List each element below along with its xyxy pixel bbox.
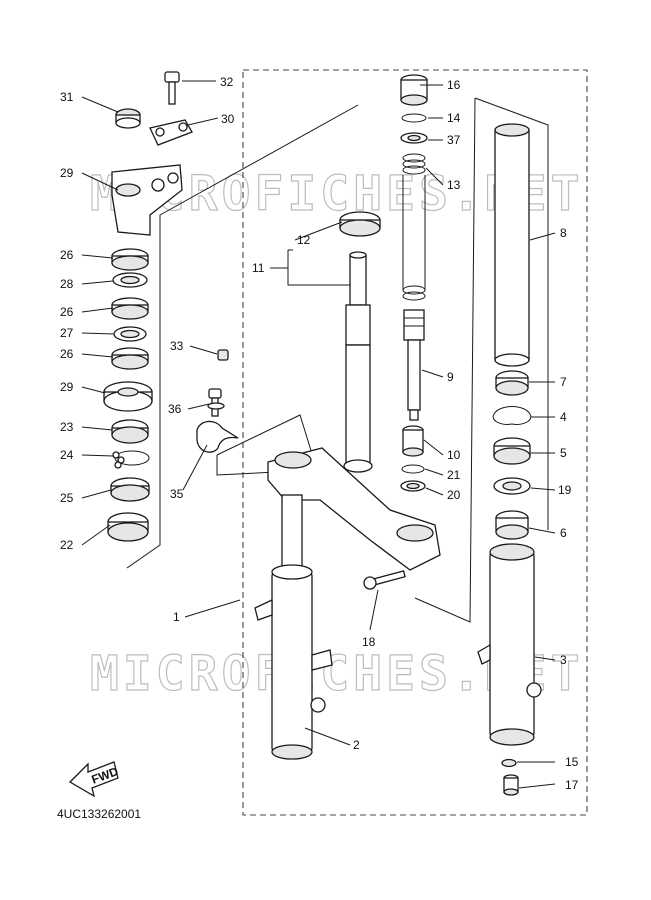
callout-10: 10 xyxy=(447,448,461,462)
callout-6: 6 xyxy=(560,526,567,540)
dust-seal-7 xyxy=(495,370,529,396)
piece-10 xyxy=(402,425,424,457)
race-23 xyxy=(111,419,149,444)
callout-34: 32 xyxy=(220,75,234,89)
callout-5: 5 xyxy=(560,446,567,460)
callout-12: 12 xyxy=(297,233,311,247)
washer-28 xyxy=(112,272,148,288)
balls-24 xyxy=(112,450,150,469)
washer-15 xyxy=(501,758,517,768)
assembly-boundary xyxy=(242,69,588,816)
callout-21: 21 xyxy=(447,468,461,482)
o-ring-14 xyxy=(401,113,427,123)
clip-4 xyxy=(492,406,532,425)
steering-stem-11 xyxy=(345,251,371,466)
under-bracket-2 xyxy=(267,447,441,571)
right-lower-bracket xyxy=(414,97,476,623)
seal-22 xyxy=(107,512,149,542)
callout-9: 9 xyxy=(447,370,454,384)
washer-27 xyxy=(113,326,147,342)
callout-4: 4 xyxy=(560,410,567,424)
callout-18: 18 xyxy=(362,635,376,649)
callout-14: 14 xyxy=(447,111,461,125)
callout-27: 27 xyxy=(60,326,74,340)
callout-16: 16 xyxy=(447,78,461,92)
callout-11: 11 xyxy=(252,261,265,275)
fork-tube-left xyxy=(254,494,333,760)
o-ring-21 xyxy=(401,464,425,474)
callout-30: 29 xyxy=(60,166,74,180)
left-column-bracket xyxy=(126,104,359,569)
inner-tube-8 xyxy=(494,123,530,367)
bolt-18 xyxy=(363,570,406,590)
callout-17: 17 xyxy=(565,778,579,792)
callout-22: 22 xyxy=(60,538,74,552)
bolt-36 xyxy=(207,388,225,417)
bolt-34 xyxy=(164,71,180,105)
callout-24: 24 xyxy=(60,448,74,462)
ring-nut-26-top xyxy=(111,248,149,271)
leader-lines xyxy=(81,80,556,789)
cap-33 xyxy=(149,119,193,146)
callout-2: 2 xyxy=(353,738,360,752)
callout-8: 8 xyxy=(560,226,567,240)
spring-13 xyxy=(402,153,426,301)
callout-13: 13 xyxy=(447,178,461,192)
callout-26-low: 26 xyxy=(60,347,74,361)
callout-26-top: 26 xyxy=(60,248,74,262)
ring-nut-26-low xyxy=(111,347,149,370)
washer-19 xyxy=(493,477,531,495)
callout-7: 7 xyxy=(560,375,567,389)
outer-tube-3 xyxy=(477,543,542,746)
seat-37 xyxy=(400,132,428,144)
right-column-bracket xyxy=(474,97,549,530)
callout-28: 28 xyxy=(60,277,74,291)
callout-29: 29 xyxy=(60,380,74,394)
ring-nut-26-mid xyxy=(111,297,149,320)
cover-29 xyxy=(103,381,153,412)
damper-rod-9 xyxy=(403,309,425,421)
washer-20 xyxy=(400,480,426,492)
part-code: 4UC133262001 xyxy=(57,807,142,821)
callout-3: 3 xyxy=(560,653,567,667)
callout-19: 19 xyxy=(558,483,572,497)
callout-20: 20 xyxy=(447,488,461,502)
callout-31: 33 xyxy=(170,339,184,353)
race-25 xyxy=(110,477,150,502)
callout-35: 35 xyxy=(170,487,184,501)
callout-37: 37 xyxy=(447,133,461,147)
nut-32 xyxy=(115,108,141,129)
callout-15: 15 xyxy=(565,755,579,769)
bushing-6 xyxy=(495,510,529,540)
callout-23: 23 xyxy=(60,420,74,434)
oil-seal-5 xyxy=(493,437,531,465)
callout-36: 36 xyxy=(168,402,182,416)
callout-1: 1 xyxy=(173,610,180,624)
callout-33: 30 xyxy=(221,112,235,126)
callout-25: 25 xyxy=(60,491,74,505)
part-31 xyxy=(217,349,229,361)
callout-32: 31 xyxy=(60,90,74,104)
bearing-12 xyxy=(339,211,381,237)
cap-bolt-16 xyxy=(400,74,428,106)
fwd-arrow-icon xyxy=(68,761,119,798)
bolt-17 xyxy=(503,774,519,796)
callout-26-mid: 26 xyxy=(60,305,74,319)
handlebar-holder-30 xyxy=(111,164,183,236)
